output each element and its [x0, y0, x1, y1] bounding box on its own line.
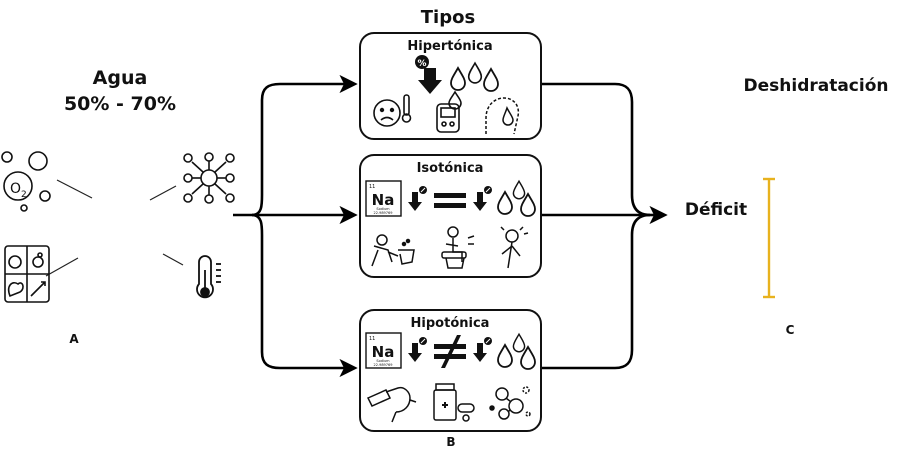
dehydrated-body-figure — [770, 118, 872, 380]
water-down-arrow-icon — [473, 186, 492, 211]
deficit-label: Déficit — [685, 200, 747, 220]
oxygen-symbol: O — [10, 181, 21, 197]
flow-connectors — [233, 74, 668, 378]
dizzy-person-icon — [500, 226, 529, 269]
sodium-atomic-number: 11 — [369, 184, 375, 190]
diarrhea-toilet-icon — [441, 226, 475, 269]
sodium-name: Sodium — [376, 207, 390, 211]
sodium-symbol: Na — [372, 343, 395, 361]
percent-down-arrow-icon — [415, 55, 442, 94]
glucose-meter-icon — [436, 90, 462, 133]
drinking-person-icon — [366, 386, 417, 423]
body-deficit-fill — [770, 118, 872, 296]
medication-icon — [433, 383, 475, 422]
sad-face-fever-icon — [373, 94, 412, 127]
thirst-person-icon — [485, 97, 520, 135]
molecules-cluster-icon — [489, 386, 531, 420]
oxygen-bubbles-icon — [1, 151, 51, 212]
hypotonic-title: Hipotónica — [411, 316, 490, 331]
dehydration-title: Deshidratación — [744, 76, 889, 96]
water-down-arrow-icon — [473, 337, 492, 362]
sodium-atomic-number: 11 — [369, 336, 375, 342]
sodium-element-tile — [365, 180, 402, 217]
water-title: Agua — [93, 67, 148, 89]
isotonic-box: Isotónica 11 Na Sodium 22.989769 — [359, 154, 542, 278]
sodium-name: Sodium — [376, 359, 390, 363]
body-head-fill — [770, 118, 872, 178]
sodium-symbol: Na — [372, 191, 395, 209]
oxygen-subscript: 2 — [21, 190, 27, 200]
deficit-bracket — [763, 177, 775, 299]
panel-label-c: C — [786, 323, 795, 337]
body-water-fill — [770, 118, 872, 380]
water-percentage: 50% - 70% — [64, 93, 176, 115]
sodium-down-arrow-icon — [408, 337, 427, 362]
isotonic-title: Isotónica — [417, 161, 484, 176]
sodium-down-arrow-icon — [408, 186, 427, 211]
hypertonic-box: Hipertónica % — [359, 32, 542, 140]
hypertonic-title: Hipertónica — [407, 39, 492, 54]
types-title: Tipos — [421, 7, 475, 28]
hypotonic-box: Hipotónica 11 Na Sodium 22.989769 — [359, 309, 542, 432]
sodium-element-tile — [365, 332, 402, 369]
percent-glyph: % — [417, 59, 426, 69]
panel-label-b: B — [446, 435, 455, 449]
panel-label-a: A — [69, 332, 79, 346]
left-connector-lines — [45, 179, 184, 277]
molecule-network-icon — [183, 152, 235, 204]
not-equal-sign-icon — [434, 335, 466, 368]
equals-sign-icon — [434, 193, 466, 208]
sodium-mass: 22.989769 — [374, 363, 393, 367]
vomiting-person-icon — [371, 234, 415, 267]
thermometer-icon — [196, 255, 221, 299]
sodium-mass: 22.989769 — [374, 211, 393, 215]
food-icon — [4, 245, 50, 303]
